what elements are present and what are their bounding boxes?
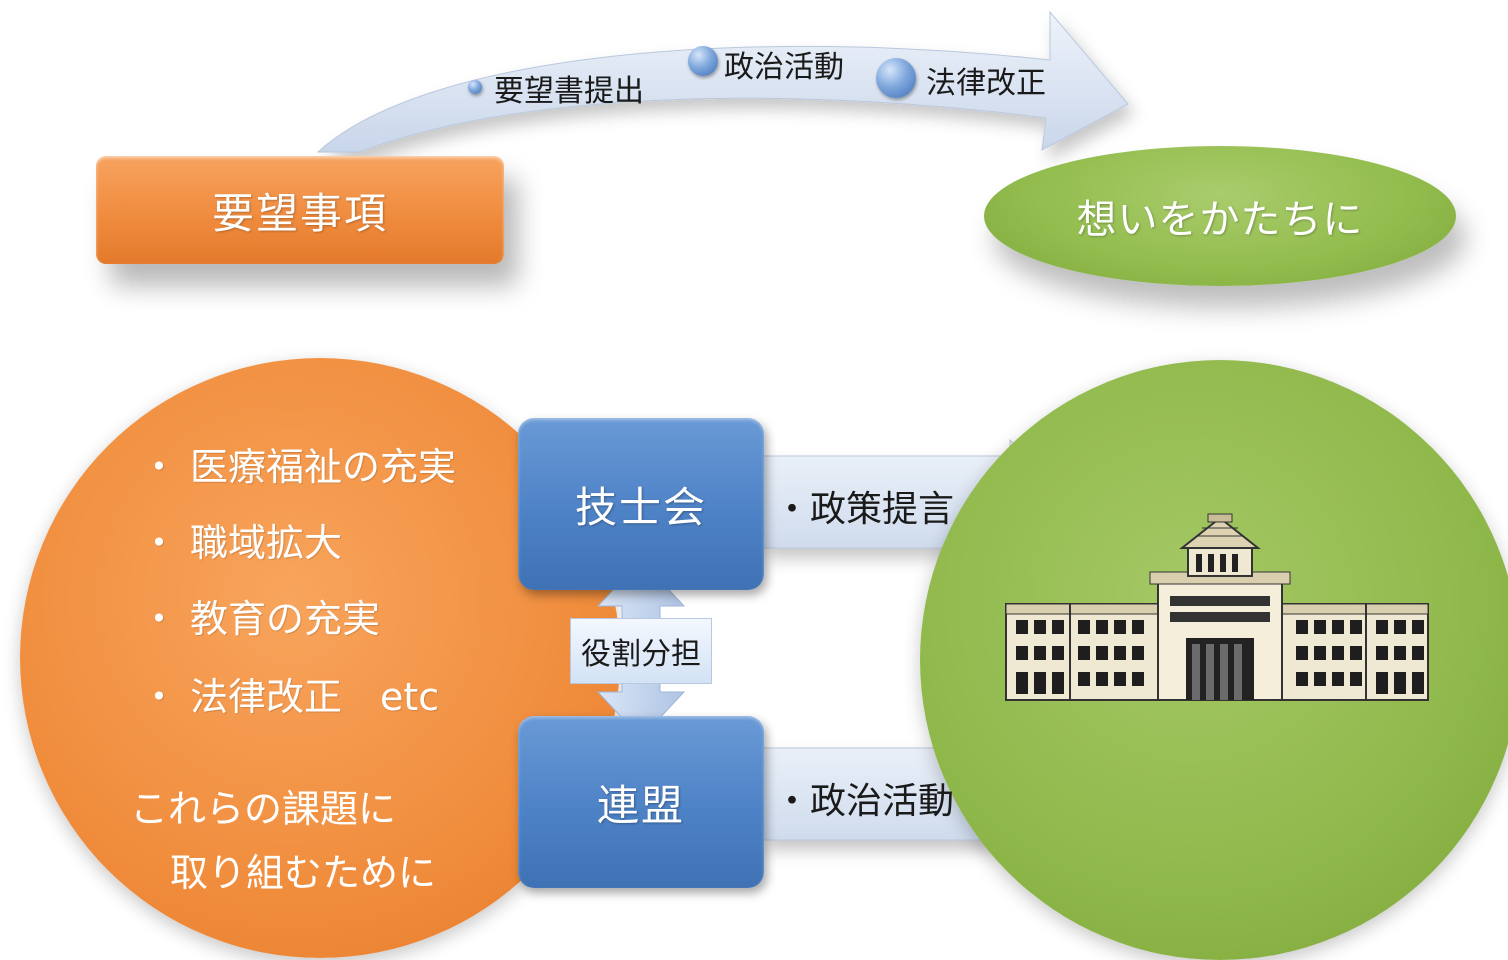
federation-box: 連盟 [518,716,764,888]
step-label-2: 政治活動 [724,50,844,85]
issue-text: 教育の充実 [190,597,381,641]
bullet-dot: ・ [140,521,179,565]
goal-oval: 想いをかたちに [984,146,1456,286]
issue-item: ・教育の充実 [140,588,380,643]
closing-line-1: これらの課題に [130,787,397,831]
bullet-dot: ・ [140,597,179,641]
step-bullet-icon [876,58,916,98]
issue-item: ・職域拡大 [140,512,342,567]
step-bullet-icon [688,46,718,76]
step-label-3: 法律改正 [926,66,1046,101]
step-label-1: 要望書提出 [494,74,644,109]
issue-item: ・法律改正 etc [140,666,439,721]
role-sharing-label: 役割分担 [570,618,712,684]
issue-text: 職域拡大 [190,521,343,565]
bullet-dot: ・ [140,675,179,719]
closing-line-2: 取り組むために [170,851,437,895]
political-activity-label: ・政治活動 [774,781,955,822]
bullet-dot: ・ [140,445,179,489]
policy-proposal-label: ・政策提言 [774,489,955,530]
demand-box: 要望事項 [96,156,504,264]
issue-item: ・医療福祉の充実 [140,436,456,491]
step-bullet-icon [468,80,482,94]
issue-text: 法律改正 etc [190,675,440,719]
engineers-association-box: 技士会 [518,418,764,590]
issue-text: 医療福祉の充実 [190,445,457,489]
